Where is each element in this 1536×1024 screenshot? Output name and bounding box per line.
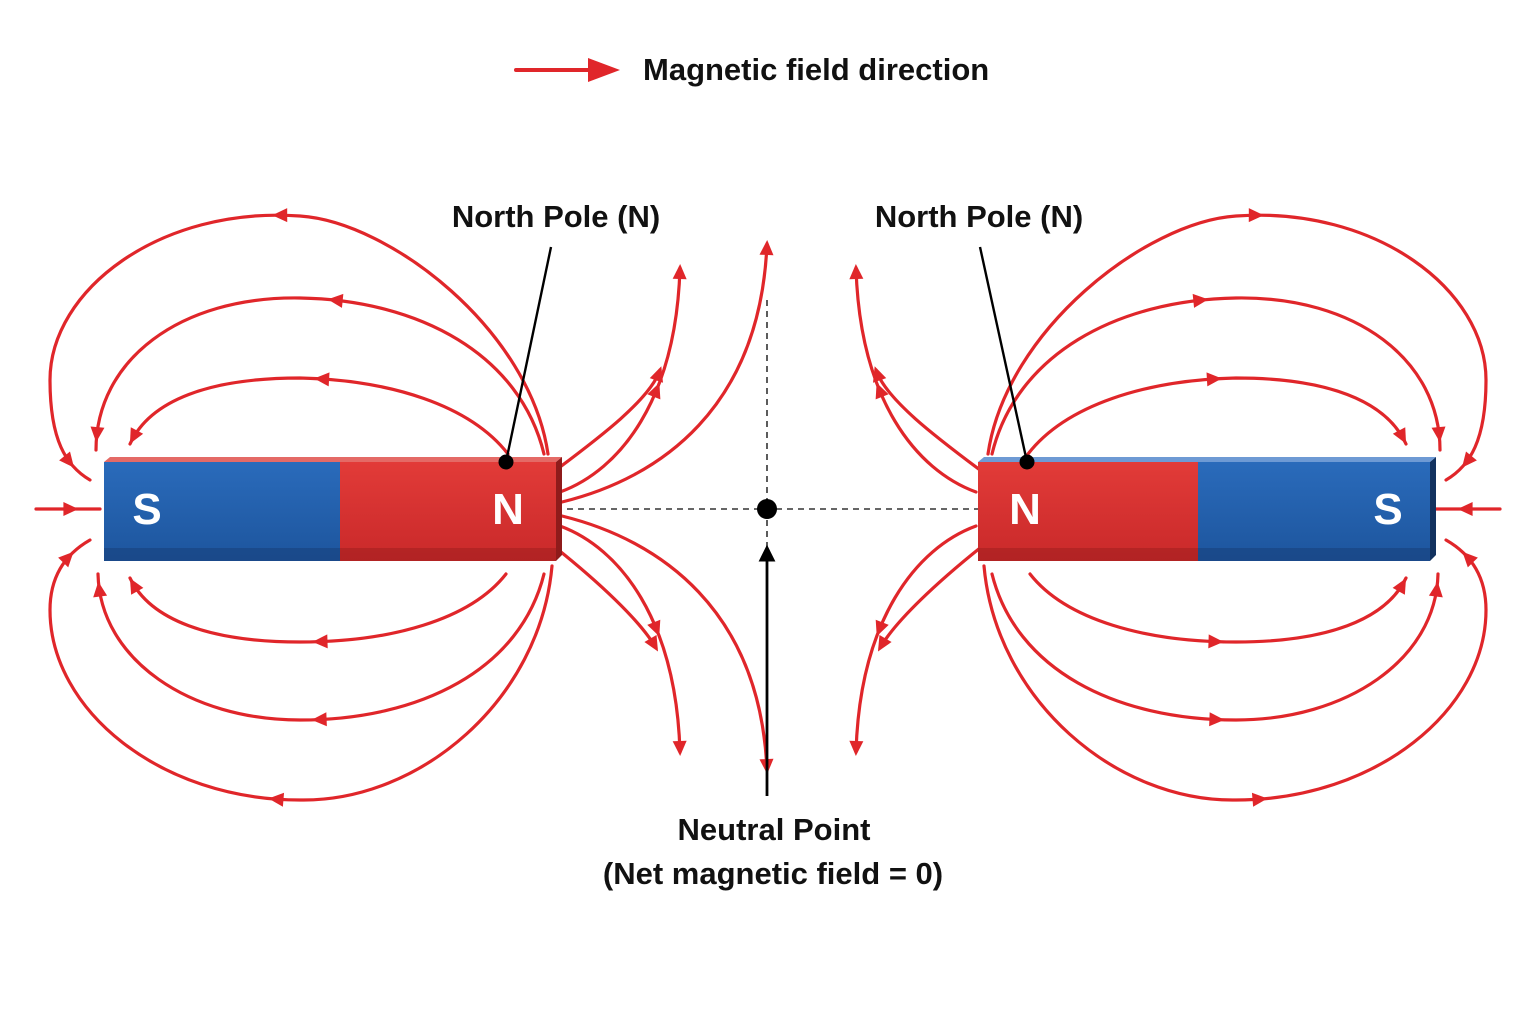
field-line-right-loop-lower-outer [982, 538, 1488, 802]
field-arrow-right-loop-upper-middle-0 [1192, 293, 1209, 308]
field-line-right-loop-lower-inner [1028, 572, 1408, 644]
magnet-right-south-shade [1198, 548, 1430, 561]
field-arrow-left-loop-upper-inner-0 [314, 372, 330, 387]
magnet-right-north-shade [978, 548, 1198, 561]
north-pole-leader-right [978, 246, 1029, 463]
field-arrow-right-loop-lower-middle-0 [1209, 712, 1225, 727]
field-arrow-left-loop-upper-outer-1 [59, 451, 75, 468]
magnet-left-south-half [104, 462, 340, 561]
field-arrow-right-loop-upper-outer-0 [1248, 208, 1264, 223]
field-line-left-loop-lower-outer [48, 538, 554, 802]
magnet-right-south-half [1198, 462, 1430, 561]
field-arrow-right-outward-upper-1-0 [875, 382, 889, 400]
field-arrow-right-outward-upper-2-0 [873, 366, 887, 383]
field-line-left-outward-upper-1 [558, 266, 682, 494]
magnet-left-north-shade [340, 548, 556, 561]
north-pole-marker-right [1019, 454, 1035, 470]
north-pole-callout-right: North Pole (N) [875, 199, 1083, 470]
field-arrow-left-outward-lower-1-1 [672, 740, 687, 756]
field-line-right-outward-upper-2 [874, 368, 982, 472]
magnet-left-top-edge [104, 457, 562, 462]
field-arrow-right-loop-lower-inner-0 [1208, 634, 1224, 649]
field-arrow-left-loop-upper-middle-0 [327, 293, 344, 308]
field-arrow-left-loop-upper-inner-1 [129, 427, 144, 444]
field-line-left-outward-lower-2 [554, 546, 658, 650]
field-line-right-loop-upper-outer [986, 213, 1488, 482]
north-pole-label-right: North Pole (N) [875, 199, 1083, 234]
magnet-right: N S [978, 457, 1436, 561]
field-line-right-loop-upper-inner [1026, 376, 1408, 456]
magnet-right-top-edge [978, 457, 1436, 462]
field-line-left-outward-lower-1 [558, 524, 682, 754]
field-line-right-loop-lower-middle [990, 572, 1440, 722]
field-line-left-loop-upper-outer [48, 213, 550, 482]
magnet-right-south-label: S [1373, 485, 1402, 534]
magnet-left-side-edge [556, 457, 562, 561]
field-arrow-right-outward-lower-2-0 [877, 634, 892, 652]
field-arrow-left-loop-upper-middle-1 [90, 426, 105, 443]
north-pole-leader-left [504, 246, 553, 463]
field-lines [34, 208, 1502, 807]
magnet-right-side-edge [1430, 457, 1436, 561]
magnet-left-north-label: N [492, 485, 524, 534]
field-arrow-left-loop-upper-outer-0 [272, 208, 288, 223]
field-arrow-left-loop-lower-middle-0 [311, 712, 327, 727]
field-arrow-right-loop-lower-outer-1 [1462, 551, 1478, 568]
field-arrow-right-loop-upper-middle-1 [1431, 426, 1446, 443]
field-arrow-left-loop-lower-inner-0 [312, 634, 328, 649]
north-pole-callout-left: North Pole (N) [452, 199, 660, 470]
field-arrow-right-loop-lower-middle-1 [1428, 581, 1443, 598]
neutral-point-sublabel: (Net magnetic field = 0) [603, 856, 943, 891]
magnet-left: S N [104, 457, 562, 561]
neutral-point-label: Neutral Point [678, 812, 871, 847]
field-line-left-loop-upper-inner [128, 376, 510, 456]
legend-label: Magnetic field direction [643, 52, 989, 87]
field-line-left-loop-upper-middle [94, 296, 546, 456]
field-arrow-right-loop-upper-inner-1 [1392, 427, 1407, 444]
neutral-point-dot [757, 499, 777, 519]
field-line-left-cusp-lower [560, 514, 769, 772]
field-line-left-loop-lower-middle [96, 572, 546, 722]
field-arrow-right-loop-upper-inner-0 [1206, 372, 1222, 387]
field-arrow-right-loop-upper-outer-1 [1461, 451, 1477, 468]
magnet-left-south-shade [104, 548, 340, 561]
north-pole-label-left: North Pole (N) [452, 199, 660, 234]
field-line-right-outward-upper-1 [854, 266, 978, 494]
field-arrow-left-loop-lower-outer-1 [58, 551, 74, 568]
field-arrow-left-loop-lower-outer-0 [268, 792, 285, 807]
legend: Magnetic field direction [514, 52, 989, 87]
field-line-left-outward-upper-2 [554, 368, 662, 472]
field-line-left-loop-lower-inner [128, 572, 508, 644]
field-arrow-right-axis-into-south-0 [1457, 502, 1473, 516]
field-line-right-outward-lower-1 [854, 524, 978, 754]
field-arrow-left-outward-upper-2-0 [649, 366, 663, 383]
field-line-right-loop-upper-middle [990, 296, 1442, 456]
field-arrow-left-cusp-upper-0 [759, 240, 774, 256]
field-arrow-left-loop-lower-middle-1 [93, 581, 108, 598]
field-arrow-left-axis-into-south-0 [63, 502, 79, 516]
field-arrow-left-outward-lower-1-0 [647, 619, 661, 637]
field-arrow-right-loop-lower-inner-1 [1392, 578, 1407, 595]
field-arrow-left-outward-upper-1-1 [672, 264, 687, 280]
field-arrow-right-loop-lower-outer-0 [1251, 792, 1268, 807]
field-line-left-cusp-upper [560, 242, 769, 504]
field-arrow-right-outward-lower-1-0 [875, 619, 889, 637]
magnet-left-south-label: S [132, 485, 161, 534]
field-line-right-outward-lower-2 [878, 546, 982, 650]
red-right-arrow-icon [514, 58, 620, 82]
field-arrow-left-outward-lower-2-0 [644, 634, 659, 652]
magnet-right-north-half [978, 462, 1198, 561]
field-arrow-right-outward-upper-1-1 [849, 264, 864, 280]
magnet-right-north-label: N [1009, 485, 1041, 534]
field-arrow-right-outward-lower-1-1 [849, 740, 864, 756]
field-arrow-left-loop-lower-inner-1 [129, 578, 144, 595]
magnet-left-north-half [340, 462, 556, 561]
field-arrow-left-outward-upper-1-0 [647, 382, 661, 400]
north-pole-marker-left [498, 454, 514, 470]
